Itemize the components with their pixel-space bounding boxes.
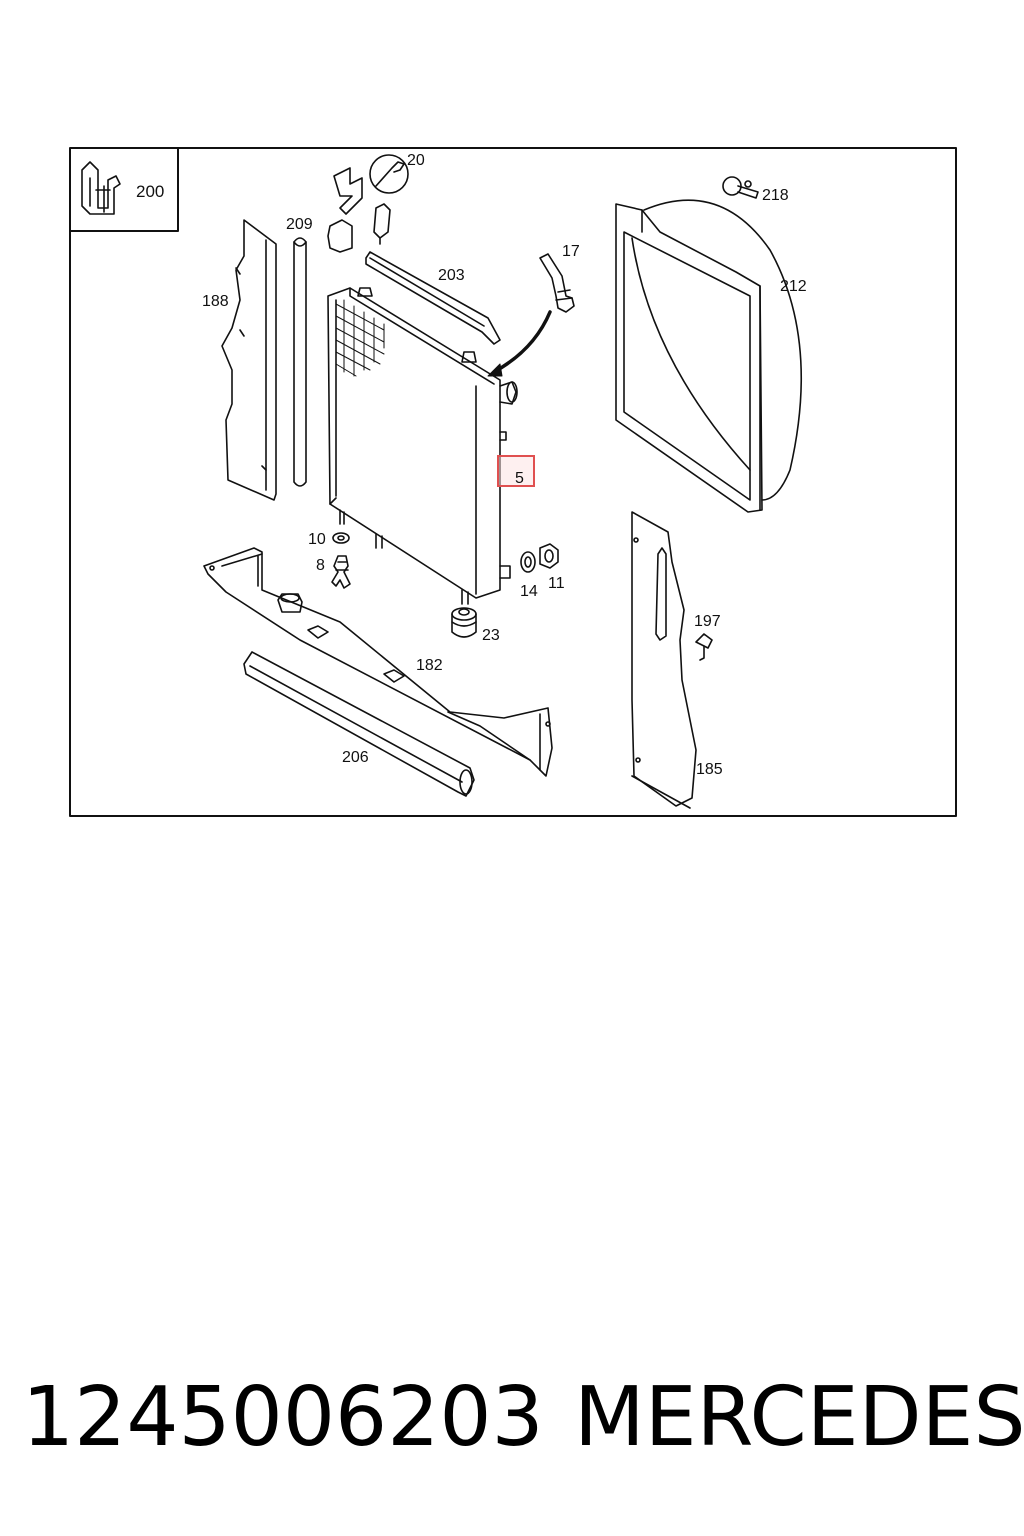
diagram-frame xyxy=(69,147,957,817)
label-8: 8 xyxy=(316,557,325,574)
label-10: 10 xyxy=(308,531,326,548)
label-17: 17 xyxy=(562,243,580,260)
rod-209 xyxy=(293,237,307,487)
washer-10-icon xyxy=(332,532,350,544)
screw-218-icon xyxy=(722,176,759,199)
part-number: 1245006203 xyxy=(22,1370,544,1465)
grommet-8-icon xyxy=(331,555,351,589)
radiator-5 xyxy=(327,287,518,605)
label-206: 206 xyxy=(342,749,369,766)
bolt-197-icon xyxy=(695,633,713,661)
seal-strip-203 xyxy=(365,251,501,345)
label-200: 200 xyxy=(136,182,164,201)
highlight-box-5 xyxy=(497,455,535,487)
label-197: 197 xyxy=(694,613,721,630)
rubber-strip-206 xyxy=(243,651,475,797)
wrench-icon xyxy=(369,154,409,194)
parts-diagram: 200 5 20 209 188 203 17 218 212 10 8 14 … xyxy=(69,147,957,817)
pointer-arrow xyxy=(492,310,552,374)
pointer-arrowhead xyxy=(487,363,503,377)
label-203: 203 xyxy=(438,267,465,284)
label-185: 185 xyxy=(696,761,723,778)
label-23: 23 xyxy=(482,627,500,644)
label-188: 188 xyxy=(202,293,229,310)
label-209: 209 xyxy=(286,216,313,233)
brand-name: MERCEDES xyxy=(574,1370,1024,1465)
crossmember-182 xyxy=(203,547,553,777)
clip-20-icon xyxy=(327,167,391,253)
inset-box xyxy=(69,147,179,232)
label-20: 20 xyxy=(407,152,425,169)
fan-shroud-212 xyxy=(615,199,803,513)
label-11: 11 xyxy=(548,575,565,592)
label-14: 14 xyxy=(520,583,538,600)
mount-23-icon xyxy=(451,607,477,638)
label-182: 182 xyxy=(416,657,443,674)
washer-14-icon xyxy=(520,551,536,573)
label-218: 218 xyxy=(762,187,789,204)
nut-11-icon xyxy=(539,543,559,569)
clip-200-icon xyxy=(81,161,121,215)
side-panel-188 xyxy=(221,219,277,501)
label-212: 212 xyxy=(780,278,807,295)
label-5: 5 xyxy=(515,470,524,487)
hose-fitting-17 xyxy=(539,253,575,313)
side-panel-185 xyxy=(631,511,697,809)
